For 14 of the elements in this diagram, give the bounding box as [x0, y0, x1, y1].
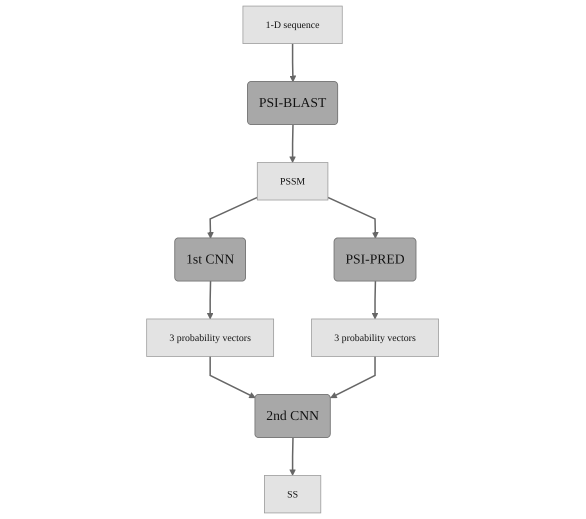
arrow [328, 196, 380, 239]
node-box: PSSM [257, 162, 329, 200]
arrow [330, 356, 376, 398]
arrow [372, 281, 379, 320]
node-box: 1-D sequence [242, 6, 344, 44]
node-box: 3 probability vectors [146, 318, 274, 357]
arrow [210, 356, 256, 398]
arrow [290, 438, 296, 476]
arrow [290, 44, 297, 82]
arrow [208, 196, 258, 239]
node-box: 3 probability vectors [312, 318, 440, 357]
arrow [207, 281, 214, 320]
node-box: SS [264, 475, 322, 514]
arrow [290, 125, 296, 163]
